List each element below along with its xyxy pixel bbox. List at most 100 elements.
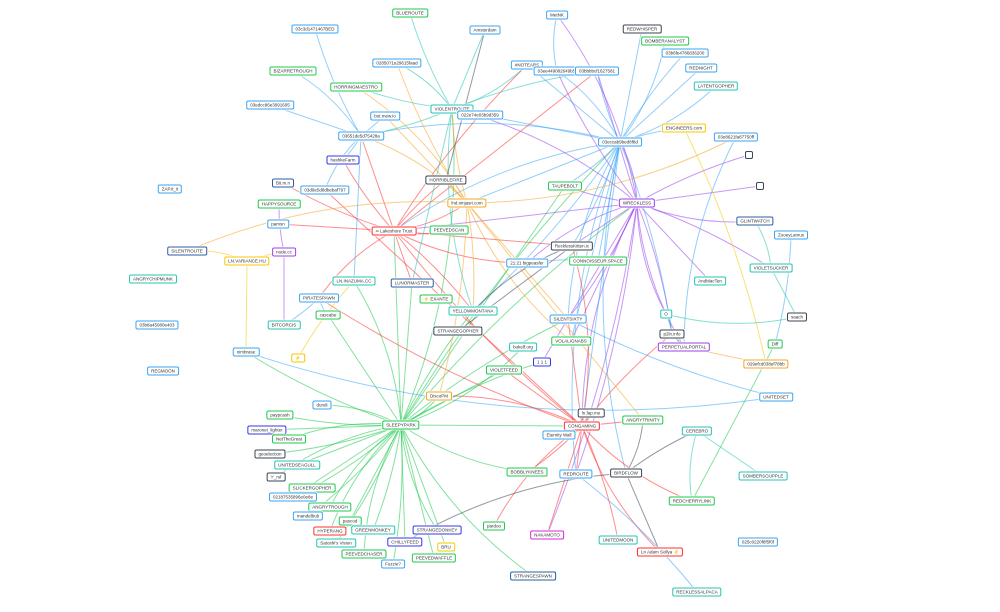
- graph-node[interactable]: 03e8621fa87750ff: [713, 132, 759, 142]
- graph-node[interactable]: CEREBRO: [681, 426, 713, 436]
- graph-node[interactable]: hashkeFarm: [326, 155, 360, 165]
- graph-node[interactable]: PEEVEDCHASER: [341, 549, 387, 559]
- graph-node[interactable]: lnd.ninjasri.com: [447, 198, 487, 208]
- graph-node[interactable]: MetNK: [546, 10, 568, 20]
- graph-node[interactable]: ZAP.it_it: [157, 184, 183, 194]
- graph-node[interactable]: HORRINGMAESTRO: [330, 82, 382, 92]
- graph-node[interactable]: BOBBLYKNEES: [506, 467, 548, 477]
- graph-node[interactable]: HORRIBLEFIRE: [425, 175, 467, 185]
- graph-node[interactable]: BLUEROUTE: [392, 8, 428, 18]
- graph-node[interactable]: Diff: [767, 339, 783, 349]
- graph-node[interactable]: pascod: [338, 516, 362, 526]
- graph-node[interactable]: ln.fap.me: [577, 408, 605, 418]
- graph-node[interactable]: PEEVEDSCAN: [429, 225, 469, 235]
- graph-node[interactable]: 02850?1e29615faad: [372, 58, 422, 68]
- graph-node[interactable]: ⚡: [291, 353, 305, 363]
- graph-node[interactable]: LN.VARIANCE.HU: [224, 256, 270, 266]
- graph-node[interactable]: ANGRYTRINITY: [622, 415, 664, 425]
- graph-node[interactable]: VOLALIGNABS: [551, 336, 591, 346]
- graph-node[interactable]: SILENTSIXTY: [549, 314, 587, 324]
- graph-node[interactable]: CONNOISSEUR.SPACE: [569, 256, 627, 266]
- graph-node[interactable]: REGMOON: [147, 366, 179, 376]
- graph-node[interactable]: GLINTWATCH: [736, 216, 774, 226]
- graph-node[interactable]: bot.mew.io: [370, 111, 400, 121]
- graph-node[interactable]: Fuzzie?: [381, 559, 405, 569]
- graph-node[interactable]: 03b8a45080e403: [135, 320, 179, 330]
- graph-node[interactable]: LN.INAZUMA.CC: [332, 276, 376, 286]
- graph-node[interactable]: 025c0220f8f5f0f: [737, 537, 779, 547]
- graph-node[interactable]: saach: [786, 312, 808, 322]
- graph-node[interactable]: nimbrase: [232, 347, 260, 357]
- graph-node[interactable]: dundi: [312, 400, 332, 410]
- graph-node[interactable]: ANGRYTROUGH: [308, 502, 352, 512]
- graph-node[interactable]: CHILLYFEED: [387, 537, 423, 547]
- graph-node[interactable]: Amsterdam: [469, 25, 501, 35]
- graph-node[interactable]: VIOLENTROUTE: [430, 104, 474, 114]
- graph-node[interactable]: RecklessKitten.ic: [550, 241, 594, 251]
- graph-node[interactable]: #NOTEARS: [510, 60, 544, 70]
- unlabeled-node[interactable]: [745, 151, 753, 159]
- graph-node[interactable]: Eternity Wall: [542, 430, 576, 440]
- graph-node[interactable]: REDWHISPER: [622, 24, 662, 34]
- graph-node[interactable]: UNITEDSEAGULL: [274, 460, 320, 470]
- graph-node[interactable]: BIZARRETROUGH: [269, 66, 317, 76]
- graph-node[interactable]: RECKLESSALPACA: [672, 587, 722, 597]
- graph-node[interactable]: REDNIGHT: [685, 63, 717, 73]
- graph-node[interactable]: 02187535896e0e8e: [268, 492, 318, 502]
- graph-node[interactable]: O: [660, 309, 672, 319]
- graph-node[interactable]: ∞ Lakeshore Trust: [371, 226, 417, 236]
- graph-node[interactable]: UNITEDMOON: [598, 535, 638, 545]
- graph-node[interactable]: 03d9e5d8dbebaf797: [300, 185, 350, 195]
- graph-node[interactable]: WRECKLESS: [618, 198, 656, 208]
- graph-node[interactable]: cascabe: [315, 310, 341, 320]
- unlabeled-node[interactable]: [756, 182, 764, 190]
- graph-node[interactable]: YELLOWMONTANA: [448, 306, 498, 316]
- graph-node[interactable]: ENGINEERS.com: [661, 123, 707, 133]
- graph-node[interactable]: mandelbub: [292, 511, 324, 521]
- graph-node[interactable]: Satoshi's Vision: [316, 538, 356, 548]
- graph-node[interactable]: 21:21 bigpeasfer: [506, 258, 548, 268]
- graph-node[interactable]: 1 1 1: [532, 357, 552, 367]
- graph-node[interactable]: 03bbbbcf1627581: [574, 66, 620, 76]
- graph-node[interactable]: geoelection: [254, 449, 286, 459]
- graph-node[interactable]: 'r'_rsf: [266, 472, 286, 482]
- graph-node[interactable]: GREENMONKEY: [351, 525, 395, 535]
- graph-node[interactable]: Ln Adam Sollya ⚡: [636, 547, 684, 557]
- graph-node[interactable]: STRANGEGOPHER: [433, 326, 483, 336]
- graph-node[interactable]: pamsn: [267, 219, 289, 229]
- graph-node[interactable]: 029efcd038ef78bb: [743, 359, 789, 369]
- graph-node[interactable]: STRANGESPAWN: [510, 571, 556, 581]
- graph-node[interactable]: bokelf.org: [509, 342, 537, 352]
- graph-node[interactable]: SILENTROUTE: [167, 246, 207, 256]
- graph-node[interactable]: BRU: [437, 542, 455, 552]
- graph-node[interactable]: VIOLETSUCKER: [749, 263, 793, 273]
- graph-node[interactable]: NAKAMOTO: [530, 530, 564, 540]
- graph-node[interactable]: TAUPEBOLT: [547, 181, 583, 191]
- graph-node[interactable]: UNITEDSET: [759, 392, 793, 402]
- graph-node[interactable]: PEEVEDWAFFLE: [411, 553, 457, 563]
- graph-node[interactable]: ANGRYCHIPMUNK: [129, 274, 177, 284]
- graph-node[interactable]: 022e74e03b9d359: [457, 110, 503, 120]
- graph-node[interactable]: p2ln.info: [659, 329, 685, 339]
- graph-node[interactable]: maronet_lighter: [247, 425, 287, 435]
- graph-node[interactable]: pardoo: [482, 521, 506, 531]
- graph-node[interactable]: paypcash: [266, 410, 294, 420]
- graph-node[interactable]: 03edcc96e3091605: [246, 100, 294, 110]
- graph-node[interactable]: ⚡ EXANTE: [419, 294, 453, 304]
- graph-node[interactable]: NetTheGreat: [271, 434, 307, 444]
- graph-node[interactable]: DiscoPM: [425, 391, 453, 401]
- graph-node[interactable]: 03eccab9bed8f8d: [598, 137, 642, 147]
- graph-node[interactable]: AndMacTen: [694, 276, 726, 286]
- graph-node[interactable]: LUNORMASTER: [390, 278, 434, 288]
- graph-node[interactable]: PIRATESPAWN: [299, 293, 339, 303]
- graph-node[interactable]: 03651de5d75428a: [338, 131, 384, 141]
- graph-node[interactable]: 03c3d1471467BED: [291, 24, 339, 34]
- graph-node[interactable]: ZooeyLamus: [773, 230, 809, 240]
- graph-node[interactable]: SLEEPYPARK: [382, 420, 420, 430]
- graph-node[interactable]: CONGAMING: [563, 421, 601, 431]
- graph-node[interactable]: HAPPYSOURCE: [257, 199, 301, 209]
- graph-node[interactable]: SOMBERSOUPPLE: [738, 471, 788, 481]
- graph-node[interactable]: LATENTGOPHER: [693, 81, 739, 91]
- graph-node[interactable]: VIOLETFEED: [485, 365, 523, 375]
